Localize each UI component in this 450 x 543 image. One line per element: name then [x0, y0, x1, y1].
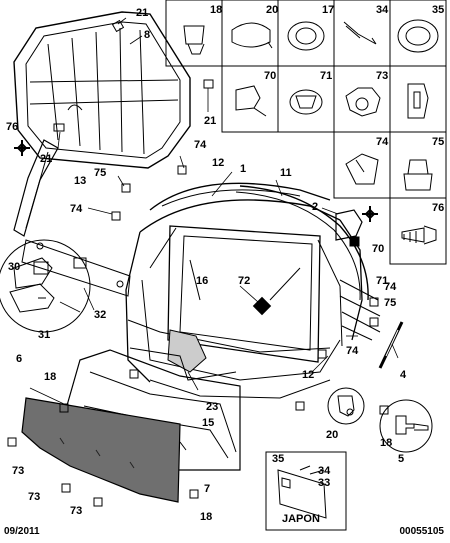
callout-13: 13 [74, 175, 86, 187]
cell-74: 74 [376, 136, 389, 148]
callout-72: 72 [238, 275, 250, 287]
cell-76: 76 [432, 202, 444, 214]
callout-34: 34 [318, 465, 331, 477]
tailgate-seal-11 [235, 185, 369, 301]
insulation-pad-6 [21, 397, 181, 503]
callout-4: 4 [400, 369, 407, 381]
callout-5: 5 [398, 453, 404, 465]
callout-73: 73 [70, 505, 82, 517]
callout-70: 70 [372, 243, 384, 255]
footer-date: 09/2011 [4, 526, 40, 537]
callout-71: 71 [376, 275, 388, 287]
lock-bar-32 [21, 239, 131, 297]
rear-window-glass [13, 11, 191, 169]
screw-detail-circle-5 [379, 399, 433, 453]
callout-75: 75 [94, 167, 106, 179]
callout-18: 18 [200, 511, 212, 523]
callout-73: 73 [12, 465, 24, 477]
grid-cell-numbers: 18 20 17 34 35 70 71 73 74 75 76 [210, 4, 444, 214]
callout-6: 6 [16, 353, 22, 365]
callout-31: 31 [38, 329, 50, 341]
callout-2: 2 [312, 201, 318, 213]
star-marker-hinge [362, 206, 378, 222]
number-plate-trim-23 [129, 329, 237, 381]
callout-12: 12 [212, 157, 224, 169]
clip-21-left [53, 123, 65, 132]
cell-71: 71 [320, 70, 332, 82]
cell-20: 20 [266, 4, 278, 16]
callout-1: 1 [240, 163, 246, 175]
cell-70: 70 [264, 70, 276, 82]
grid-part-drawings [183, 19, 439, 245]
hinge-bracket-2 [335, 209, 363, 247]
hinge-rods-71 [339, 279, 381, 341]
lock-detail-circle [0, 239, 91, 333]
callout-74: 74 [70, 203, 83, 215]
cell-17: 17 [322, 4, 334, 16]
callout-8: 8 [144, 29, 150, 41]
callout-20: 20 [326, 429, 338, 441]
callout-30: 30 [8, 261, 20, 273]
callout-labels: 21 8 21 76 21 13 74 12 1 75 11 74 2 70 3… [6, 7, 407, 523]
japon-label: JAPON [282, 513, 320, 525]
callout-75: 75 [384, 297, 396, 309]
callout-21: 21 [40, 153, 52, 165]
cell-73: 73 [376, 70, 388, 82]
callout-76: 76 [6, 121, 18, 133]
cell-34: 34 [376, 4, 389, 16]
star-marker-76 [14, 140, 30, 156]
callout-74: 74 [384, 281, 397, 293]
callout-7: 7 [204, 483, 210, 495]
cell-18: 18 [210, 4, 222, 16]
callout-11: 11 [280, 167, 292, 179]
callout-12: 12 [302, 369, 314, 381]
japon-detail-box [265, 451, 347, 531]
callout-18: 18 [380, 437, 392, 449]
callout-73: 73 [28, 491, 40, 503]
callout-23: 23 [206, 401, 218, 413]
detail-circle-20 [327, 387, 365, 425]
callout-15: 15 [202, 417, 214, 429]
cell-35: 35 [432, 4, 444, 16]
parts-grid [165, 0, 447, 265]
callout-21: 21 [136, 7, 148, 19]
callout-18: 18 [44, 371, 56, 383]
tailgate-body-16 [127, 225, 343, 399]
gas-strut-4 [378, 321, 404, 369]
callout-74: 74 [194, 139, 207, 151]
callout-16: 16 [196, 275, 208, 287]
cell-75: 75 [432, 136, 444, 148]
reference-squares [7, 165, 389, 507]
callout-32: 32 [94, 309, 106, 321]
leader-lines [29, 17, 399, 405]
callout-35: 35 [272, 453, 284, 465]
footer-reference: 00055105 [399, 526, 445, 537]
callout-74: 74 [346, 345, 359, 357]
clip-21-top [111, 19, 125, 33]
clip-21-right [203, 79, 214, 89]
callout-33: 33 [318, 477, 330, 489]
callout-21: 21 [204, 115, 216, 127]
